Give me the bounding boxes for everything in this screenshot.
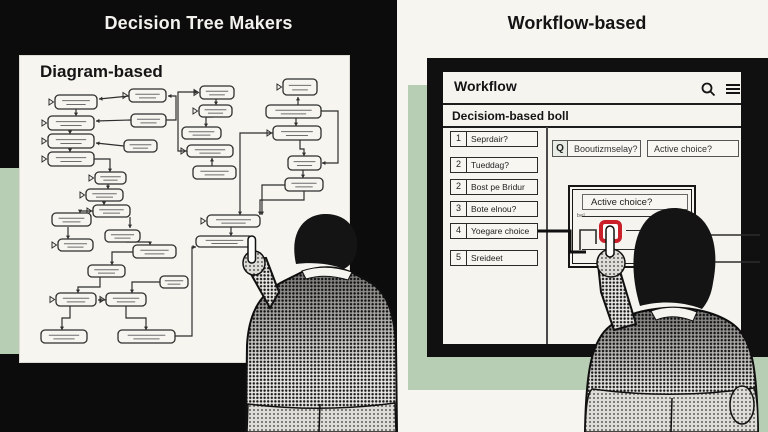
step-label: Bote elnou? [471,204,517,214]
diagram-paper-panel [19,55,350,363]
left-section-title: Decision Tree Makers [104,13,293,33]
workflow-screen: Workflow Decisiom-based boll 1 Seprdair? 2… [443,72,741,344]
step-list-item[interactable]: 4 Yoegare choice [450,223,538,239]
step-number: 2 [451,158,467,172]
step-label: Sreideet [471,253,503,263]
diagram-heading: Diagram-based [40,62,163,81]
subheader-divider [443,126,741,128]
step-list-item[interactable]: 1 Seprdair? [450,131,538,147]
step-label: Tueddag? [471,160,509,170]
step-list-item[interactable]: 3 Bote elnou? [450,201,538,217]
step-number: 2 [451,180,467,194]
red-highlighted-button[interactable] [599,220,622,243]
right-section-title: Workflow-based [507,13,647,33]
search-icon[interactable] [699,81,717,97]
step-number: 4 [451,224,467,238]
step-label: Seprdair? [471,134,508,144]
step-list-item[interactable]: 2 Bost pe Bridur [450,179,538,195]
step-label: Bost pe Bridur [471,182,525,192]
step-number: 5 [451,251,467,265]
detail-line [626,230,688,232]
query-badge[interactable]: Q [552,140,568,157]
step-number: 1 [451,132,467,146]
menu-icon[interactable] [724,81,742,97]
active-choice-detail-box: Active choice? bel [568,185,696,268]
left-green-accent [0,168,20,354]
detail-active-choice-label: Active choice? [582,194,688,210]
step-label: Yoegare choice [471,226,530,236]
detail-line [582,216,688,218]
active-choice-field[interactable]: Active choice? [647,140,739,157]
detail-tiny-text: bel [577,213,585,219]
search-query-field[interactable]: Booutizmselay? [567,140,641,157]
active-choice-field-label: Active choice? [654,143,713,154]
workflow-subheader: Decisiom-based boll [452,109,569,123]
step-list-item[interactable]: 2 Tueddag? [450,157,538,173]
workflow-app-title: Workflow [454,78,517,94]
step-number: 3 [451,202,467,216]
column-divider [546,127,548,344]
step-list-item[interactable]: 5 Sreideet [450,250,538,266]
header-divider [443,103,741,105]
right-green-accent-lower [737,357,768,432]
